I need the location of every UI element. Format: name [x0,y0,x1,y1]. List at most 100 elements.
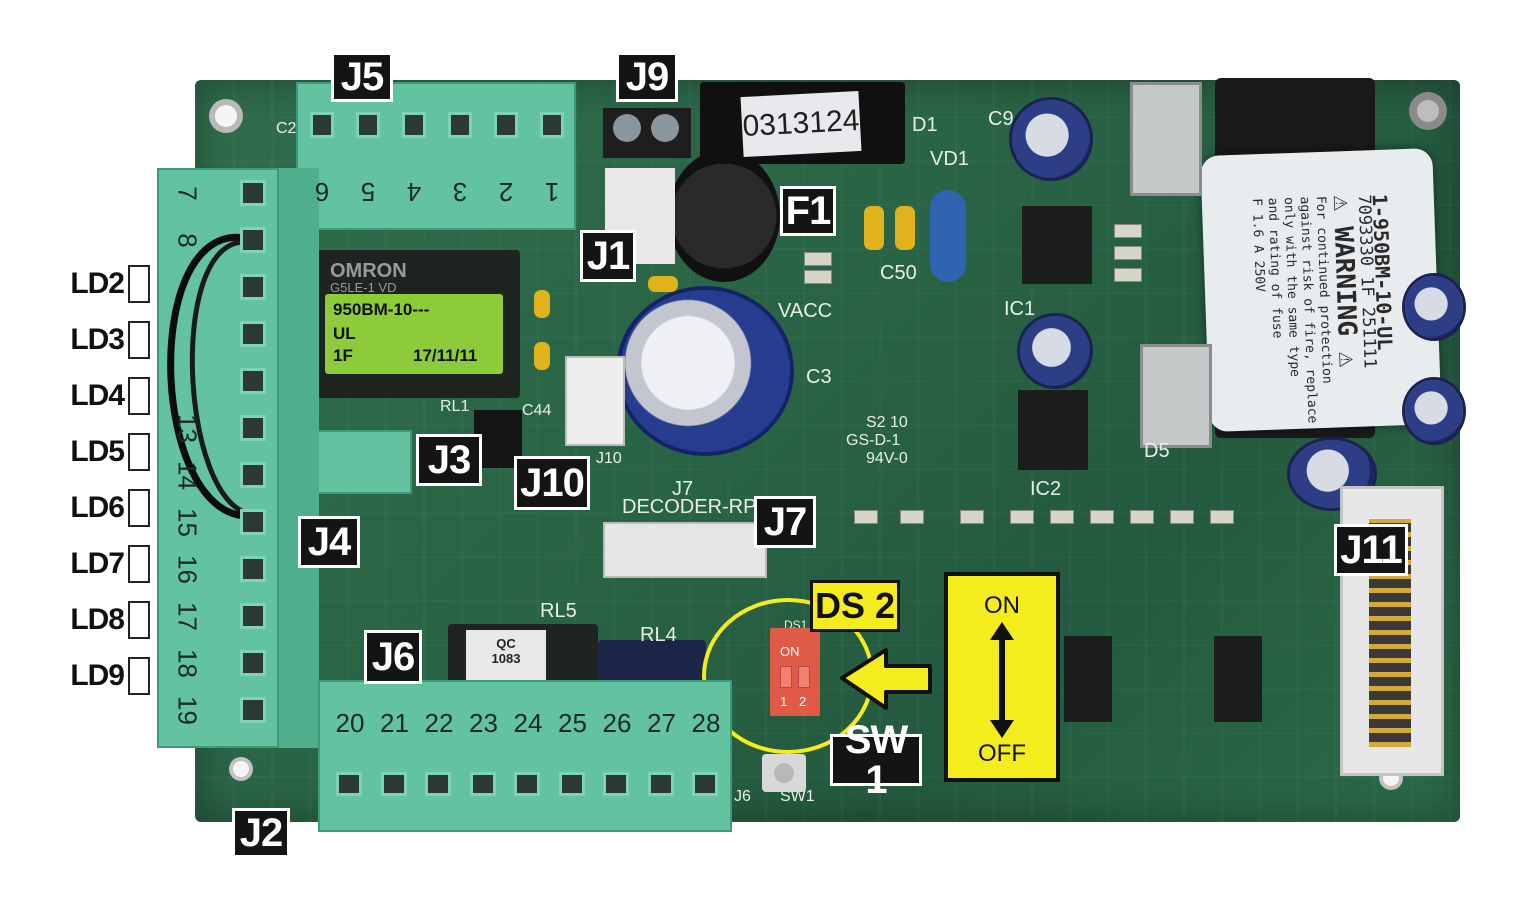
terminal-slot [336,772,362,796]
relay-sticker-date: 17/11/11 [413,346,478,365]
led-indicator-box [128,377,150,415]
relay-sticker-line: 950BM-10--- [333,300,430,319]
transformer-warning-sticker: 1-950BM-10-UL 7093330 1F 251111 ⚠ WARNIN… [1200,148,1442,432]
silk-board-code: S2 10 [866,414,908,431]
silk-rl5: RL5 [540,600,577,622]
smd-resistor [960,510,984,524]
terminal-slot [540,112,564,138]
terminal-number: 26 [602,708,632,738]
smd-resistor [854,510,878,524]
terminal-slot [240,180,266,206]
serial-sticker-label: 0313124 [740,90,862,158]
relay-omron: OMRON G5LE-1 VD 950BM-10--- UL 1F 17/11/… [310,250,520,398]
smd-resistor [1090,510,1114,524]
silk-j7: J7 [672,478,694,500]
terminal-number: 6 [314,177,330,207]
terminal-block-j5 [296,82,576,230]
led-label: LD2 [70,267,125,300]
led-label: LD4 [70,379,125,412]
silk-c44: C44 [522,402,552,419]
terminal-number: 16 [172,555,203,584]
label-sw1: SW 1 [830,720,922,800]
terminal-number: 25 [558,708,587,738]
silk-c2: C2 [276,120,297,137]
capacitor-yellow [648,276,678,292]
silk-rl1: RL1 [440,398,470,415]
terminal-slot [647,772,674,796]
relay-sticker: 950BM-10--- UL 1F 17/11/11 [325,294,503,374]
terminal-slot [240,227,266,253]
led-label: LD5 [70,435,125,468]
smd-resistor [1114,224,1142,238]
silk-ic1: IC1 [1004,298,1036,320]
capacitor [1020,316,1090,386]
label-j9: J9 [616,52,678,102]
terminal-slot [240,462,266,488]
relay-rl5: QC 1083 [448,624,598,686]
connector-j3-block [316,430,412,494]
fuse-holder [668,150,780,282]
led-label-row: LD8 [60,601,150,639]
relay-rl4 [598,640,706,684]
silk-ic2: IC2 [1030,478,1062,500]
smd-resistor [804,252,832,266]
terminal-number: 17 [172,602,203,631]
led-label-row: LD2 [60,265,150,303]
smd-resistor [1114,268,1142,282]
terminal-slot [310,112,334,138]
screw [613,114,641,142]
label-j3: J3 [416,434,482,486]
capacitor [1405,276,1463,338]
led-label-row: LD3 [60,321,150,359]
screw [651,114,679,142]
led-indicator-box [128,601,150,639]
silk-d5: D5 [1144,440,1170,462]
dip-pos-1: 1 [780,694,788,709]
capacitor-yellow [895,206,915,250]
terminal-slot [692,772,718,796]
terminal-number: 2 [498,177,514,207]
terminal-number: 14 [172,461,203,490]
led-indicator-box [128,489,150,527]
silk-c9: C9 [988,108,1014,130]
smd-resistor [1050,510,1074,524]
capacitor-c3 [620,290,790,452]
ic-chip [1018,390,1088,470]
smd-resistor [1130,510,1154,524]
led-indicator-box [128,265,150,303]
label-ds2: DS 2 [810,580,900,632]
terminal-number: 24 [513,708,543,738]
silk-c50: C50 [880,262,917,284]
on-off-diagram: ON OFF [944,572,1060,782]
terminal-slot [240,697,266,723]
terminal-slot [240,368,266,394]
terminal-number: 18 [172,649,203,678]
led-label-row: LD5 [60,433,150,471]
terminal-slot [240,321,266,347]
relay-qc-label: QC 1083 [466,630,546,682]
relay-model: G5LE-1 VD [330,280,397,295]
terminal-number: 21 [380,708,409,738]
ic-chip [1022,206,1092,284]
silk-sw1: SW1 [780,788,815,805]
dip-lever [798,666,810,688]
silk-decoder: DECODER-RP [622,496,757,518]
silk-rl4: RL4 [640,624,677,646]
terminal-number: 3 [452,177,468,207]
smd-resistor [804,270,832,284]
relay-qc-line: 1083 [491,651,521,666]
voltage-regulator [1130,82,1202,196]
terminal-block-j6 [318,680,732,832]
led-indicator-box [128,657,150,695]
terminal-slot [240,603,266,629]
led-indicator-box [128,321,150,359]
ic-chip [1064,636,1112,722]
silk-j6: J6 [734,788,751,805]
relay-brand: OMRON [330,260,407,282]
led-label: LD7 [70,547,125,580]
terminal-slot [469,772,496,796]
ic-chip [1214,636,1262,722]
terminal-slot [514,772,540,796]
label-j4: J4 [298,516,360,568]
voltage-regulator [1140,344,1212,448]
